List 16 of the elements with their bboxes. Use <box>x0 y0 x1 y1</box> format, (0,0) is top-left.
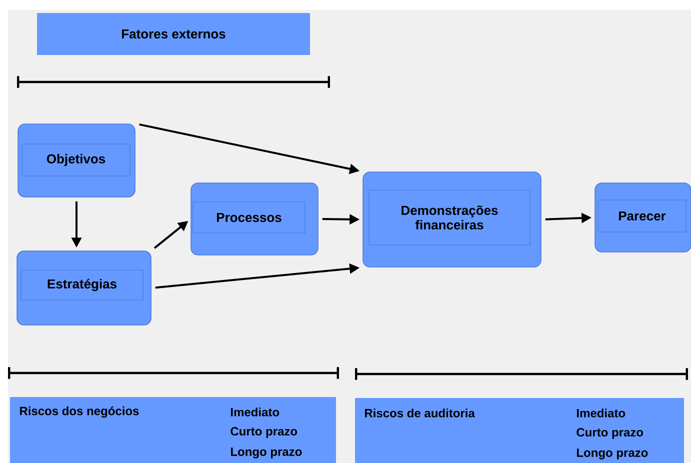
list-item: Imediato <box>231 408 280 416</box>
list-item: Imediato <box>577 408 626 418</box>
list-item: Curto prazo <box>230 427 298 438</box>
process-box: Estratégias <box>16 250 152 326</box>
process-box: Processos <box>190 182 318 256</box>
title-banner: Fatores externos <box>37 13 310 55</box>
process-box: Objetivos <box>18 124 136 198</box>
process-box: Demonstrações financeiras <box>362 172 542 268</box>
panel-heading: Riscos de auditoria <box>365 408 475 418</box>
list-item: Curto prazo <box>576 428 644 439</box>
list-item: Longo prazo <box>231 448 302 458</box>
panel-heading: Riscos dos negócios <box>20 406 139 418</box>
risk-panel <box>355 398 684 463</box>
process-box: Parecer <box>594 182 691 252</box>
risk-panel <box>10 397 336 463</box>
list-item: Longo prazo <box>577 448 648 460</box>
